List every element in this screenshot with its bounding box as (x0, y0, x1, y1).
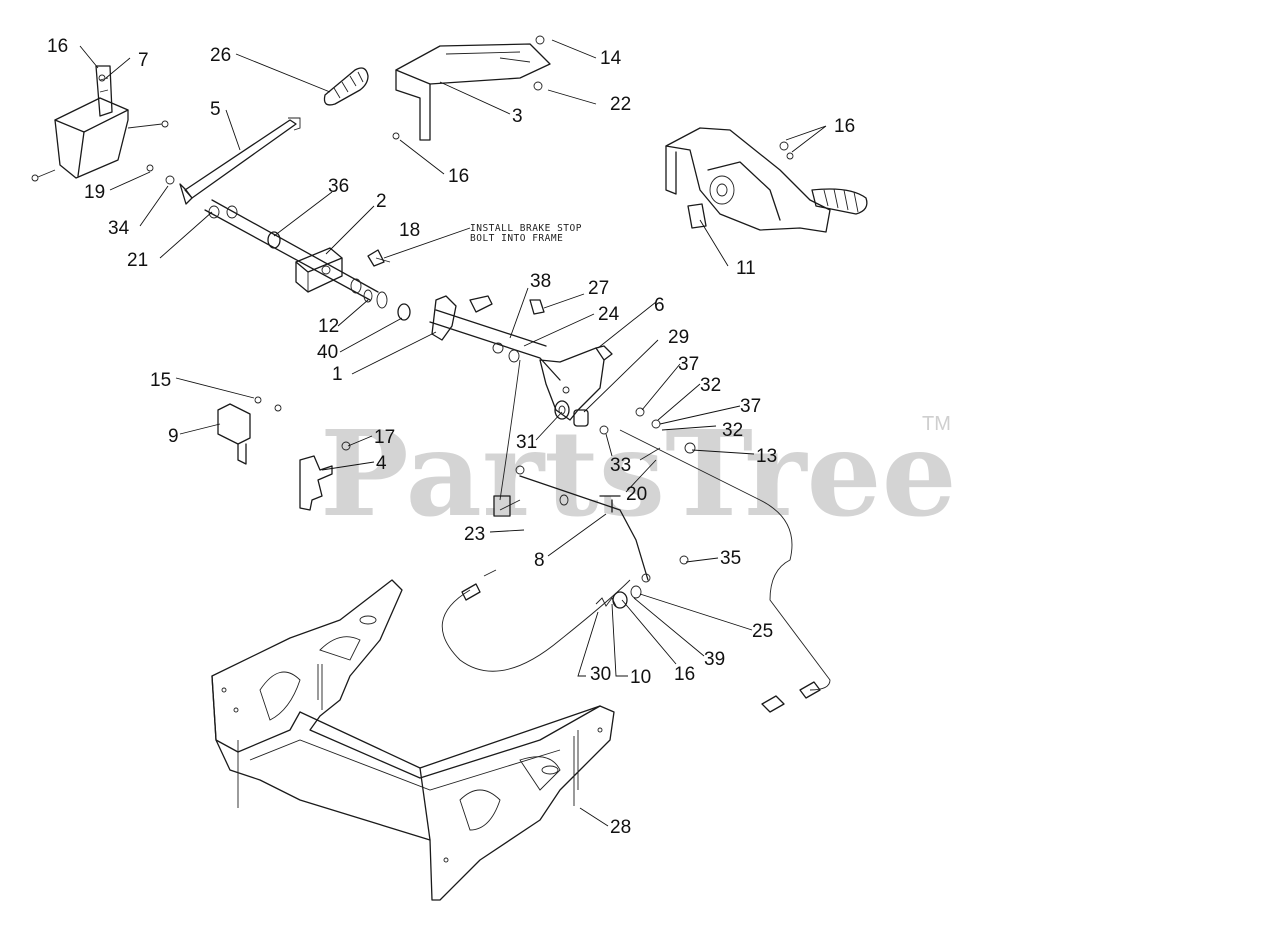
callout-28[interactable]: 28 (610, 817, 631, 838)
part-7-bracket-box (31, 65, 169, 182)
part-4-bracket (299, 441, 351, 511)
callout-7[interactable]: 7 (138, 50, 149, 71)
note-line-1: INSTALL BRAKE STOP (470, 223, 582, 234)
callout-35[interactable]: 35 (720, 548, 741, 569)
callout-4[interactable]: 4 (376, 453, 387, 474)
callout-16[interactable]: 16 (47, 36, 68, 57)
callout-20[interactable]: 20 (626, 484, 647, 505)
part-18-stop-bolt (367, 249, 391, 267)
callout-16[interactable]: 16 (834, 116, 855, 137)
part-36-shaft (204, 199, 411, 321)
callout-27[interactable]: 27 (588, 278, 609, 299)
callout-31[interactable]: 31 (516, 432, 537, 453)
callout-32[interactable]: 32 (700, 375, 721, 396)
callout-38[interactable]: 38 (530, 271, 551, 292)
part-8-rod (515, 465, 651, 583)
callout-9[interactable]: 9 (168, 426, 179, 447)
part-spring-assembly (595, 555, 689, 609)
callout-21[interactable]: 21 (127, 250, 148, 271)
part-cable-left (441, 359, 631, 672)
part-2-bracket (295, 247, 343, 293)
part-11-inset-assembly (665, 127, 868, 233)
callout-39[interactable]: 39 (704, 649, 725, 670)
callout-34[interactable]: 34 (108, 218, 130, 239)
callout-16[interactable]: 16 (674, 664, 695, 685)
callout-26[interactable]: 26 (210, 45, 231, 66)
callout-12[interactable]: 12 (318, 316, 339, 337)
frame-chassis (211, 579, 615, 901)
callout-22[interactable]: 22 (610, 94, 631, 115)
callout-18[interactable]: 18 (399, 220, 420, 241)
callout-13[interactable]: 13 (756, 446, 777, 467)
callout-24[interactable]: 24 (598, 304, 620, 325)
leader-lines (79, 39, 827, 827)
callout-29[interactable]: 29 (668, 327, 689, 348)
callout-11[interactable]: 11 (736, 258, 756, 279)
callout-23[interactable]: 23 (464, 524, 485, 545)
note-line-2: BOLT INTO FRAME (470, 233, 563, 244)
callout-labels: 16 7 26 5 19 34 21 36 2 18 14 22 3 16 16… (47, 36, 855, 838)
callout-17[interactable]: 17 (374, 427, 395, 448)
part-6-pedal-arm (539, 345, 613, 427)
part-26-grip (323, 67, 369, 106)
callout-14[interactable]: 14 (600, 48, 622, 69)
watermark-brand: PartsTree (320, 404, 957, 543)
callout-3[interactable]: 3 (512, 106, 523, 127)
watermark-trademark: TM (922, 413, 951, 435)
part-cable-right (599, 407, 831, 713)
callout-33[interactable]: 33 (610, 455, 631, 476)
callout-15[interactable]: 15 (150, 370, 171, 391)
part-3-bracket-plate (392, 35, 551, 141)
callout-32[interactable]: 32 (722, 420, 743, 441)
callout-2[interactable]: 2 (376, 191, 387, 212)
callout-6[interactable]: 6 (654, 295, 665, 316)
callout-40[interactable]: 40 (317, 342, 338, 363)
callout-19[interactable]: 19 (84, 182, 105, 203)
callout-30[interactable]: 30 (590, 664, 611, 685)
callout-36[interactable]: 36 (328, 176, 349, 197)
callout-1[interactable]: 1 (332, 364, 343, 385)
callout-37[interactable]: 37 (678, 354, 699, 375)
part-9-bracket (217, 396, 282, 465)
callout-10[interactable]: 10 (630, 667, 651, 688)
callout-16[interactable]: 16 (448, 166, 469, 187)
part-5-lever-arm (146, 117, 301, 205)
callout-37[interactable]: 37 (740, 396, 761, 417)
callout-8[interactable]: 8 (534, 550, 545, 571)
callout-25[interactable]: 25 (752, 621, 773, 642)
callout-5[interactable]: 5 (210, 99, 221, 120)
